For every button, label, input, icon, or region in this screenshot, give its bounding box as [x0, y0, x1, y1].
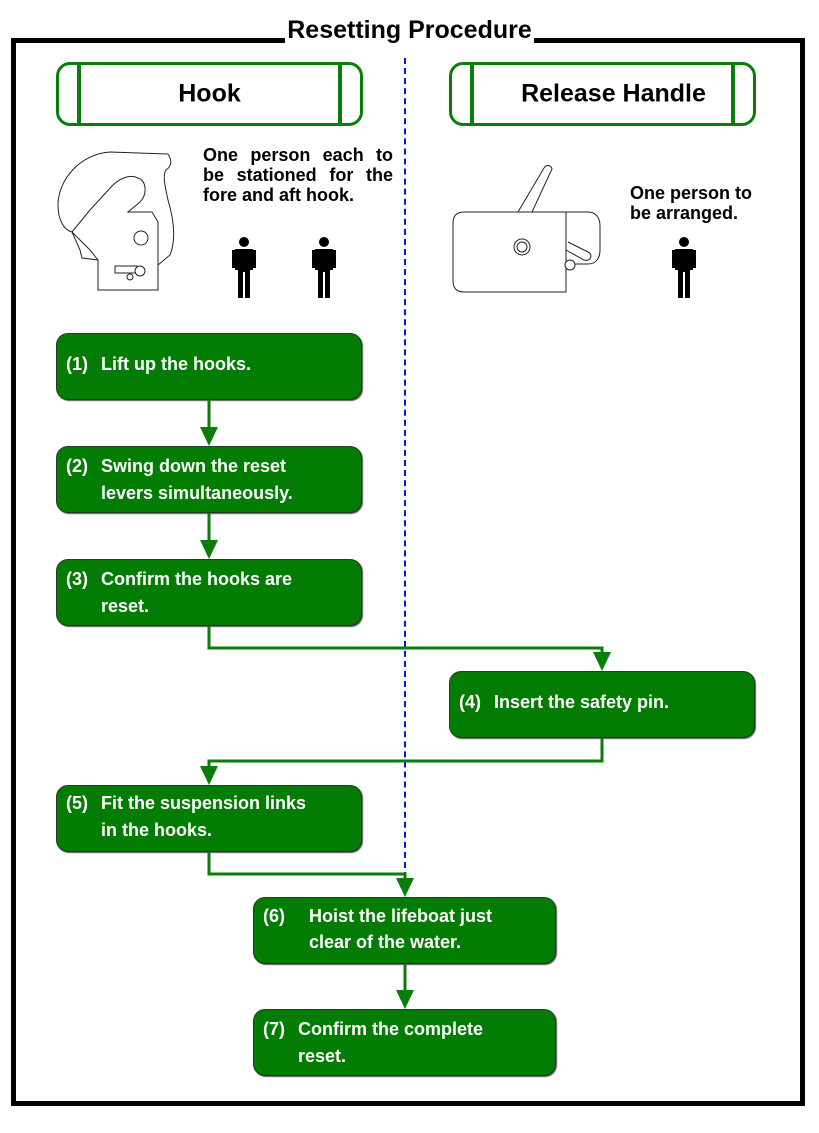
description-line: be arranged. [630, 203, 739, 223]
step-5: (5) Fit the suspension links in the hook… [56, 785, 362, 852]
connector-5-6 [207, 852, 407, 884]
arrowhead-icon [200, 540, 218, 559]
step-number: (7) [263, 1019, 285, 1039]
step-text: Swing down the reset [101, 456, 287, 476]
step-text: Fit the suspension links [101, 793, 307, 813]
arrowhead-icon [593, 652, 611, 671]
diagram-title-text: Resetting Procedure [285, 16, 534, 44]
step-number: (1) [66, 354, 88, 374]
step-2: (2) Swing down the reset levers simultan… [56, 446, 362, 513]
release-handle-icon [452, 165, 601, 293]
column-header-release-handle: Release Handle [449, 62, 756, 126]
step-text: reset. [298, 1046, 347, 1066]
column-header-hook-label: Hook [178, 79, 241, 108]
step-text: levers simultaneously. [101, 483, 293, 503]
description-line: One person to [630, 183, 753, 203]
column-divider [404, 58, 406, 878]
step-text: reset. [101, 596, 150, 616]
step-text: Confirm the complete [298, 1019, 484, 1039]
column-header-release-handle-label: Release Handle [521, 79, 706, 108]
person-icon [672, 237, 696, 298]
step-number: (4) [459, 692, 481, 712]
step-text: Lift up the hooks. [101, 354, 251, 374]
step-text: clear of the water. [309, 932, 462, 952]
header-inner-frame [470, 62, 735, 126]
step-text: Hoist the lifeboat just [309, 906, 493, 926]
step-1: (1) Lift up the hooks. [56, 333, 362, 400]
step-6: (6) Hoist the lifeboat just clear of the… [253, 897, 556, 964]
arrowhead-icon [200, 427, 218, 446]
person-icon [232, 237, 256, 298]
step-number: (5) [66, 793, 88, 813]
step-text: Confirm the hooks are [101, 569, 293, 589]
person-icon [312, 237, 336, 298]
release-handle-staffing-description: One person to be arranged. [630, 183, 790, 223]
step-number: (3) [66, 569, 88, 589]
step-text: Insert the safety pin. [494, 692, 670, 712]
step-number: (6) [263, 906, 285, 926]
step-7: (7) Confirm the complete reset. [253, 1009, 556, 1076]
hook-staffing-description: One person each to be stationed for the … [203, 145, 393, 205]
header-inner-frame [77, 62, 342, 126]
diagram-title: Resetting Procedure [0, 14, 819, 46]
column-header-hook: Hook [56, 62, 363, 126]
connector-3-4 [207, 626, 604, 658]
arrowhead-icon [396, 878, 414, 897]
step-text: in the hooks. [101, 820, 213, 840]
step-3: (3) Confirm the hooks are reset. [56, 559, 362, 626]
hook-mechanism-icon [57, 151, 175, 291]
step-number: (2) [66, 456, 88, 476]
arrowhead-icon [396, 990, 414, 1009]
connector-4-5 [207, 738, 604, 772]
arrowhead-icon [200, 766, 218, 785]
step-4: (4) Insert the safety pin. [449, 671, 755, 738]
